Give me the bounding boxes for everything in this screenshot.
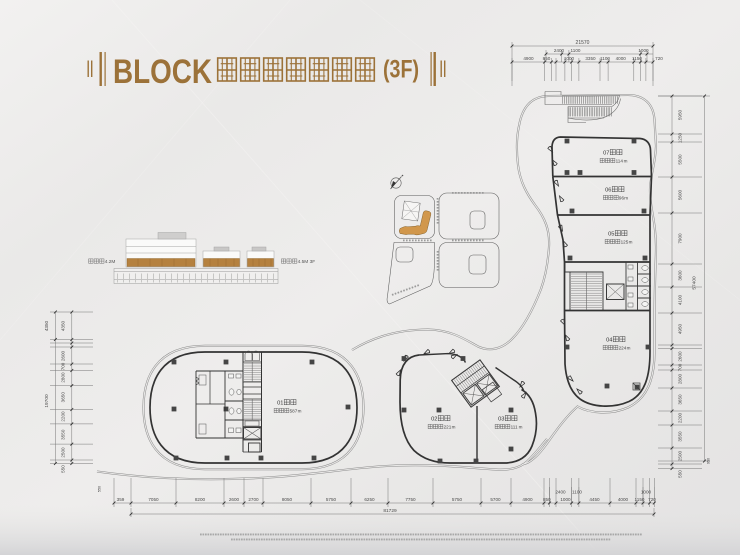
svg-text:5750: 5750 [326,497,337,502]
svg-text:7900: 7900 [678,233,683,244]
svg-text:587: 587 [290,408,298,413]
svg-text:5950: 5950 [678,109,683,120]
svg-text:4350: 4350 [61,320,66,331]
svg-text:111: 111 [511,424,518,429]
svg-text:3650: 3650 [678,394,683,405]
svg-text:1000: 1000 [560,497,571,502]
svg-text:2600: 2600 [678,351,683,362]
svg-text:2500: 2500 [678,450,683,461]
svg-text:m: m [519,424,523,429]
svg-text:1250: 1250 [678,132,683,143]
svg-text:2400: 2400 [554,48,565,53]
svg-text:720: 720 [648,497,656,502]
svg-text:720: 720 [655,56,663,61]
svg-text:21570: 21570 [576,40,590,46]
svg-text:m: m [624,195,628,200]
svg-text:2400: 2400 [555,490,566,495]
svg-text:57400: 57400 [692,276,698,290]
svg-text:2600: 2600 [229,497,240,502]
svg-text:8200: 8200 [195,497,206,502]
svg-text:4.5M 3F: 4.5M 3F [298,259,316,265]
svg-text:m: m [627,345,631,350]
svg-text:359: 359 [117,497,125,502]
svg-text:4000: 4000 [616,56,627,61]
svg-text:5500: 5500 [678,154,683,165]
svg-text:7750: 7750 [405,497,416,502]
svg-text:1150: 1150 [632,56,642,61]
svg-text:96: 96 [619,195,625,200]
svg-text:m: m [629,239,633,244]
svg-text:125: 125 [621,239,629,244]
svg-text:02: 02 [431,416,437,422]
svg-text:03: 03 [498,416,504,422]
svg-text:2200: 2200 [678,412,683,423]
svg-text:m: m [624,158,628,163]
svg-text:06: 06 [605,187,611,193]
svg-text:850: 850 [543,56,551,61]
svg-text:700: 700 [678,363,683,371]
svg-text:BLOCK: BLOCK [113,53,212,91]
svg-text:2700: 2700 [248,497,259,502]
svg-text:5600: 5600 [678,189,683,200]
svg-text:m: m [452,424,456,429]
svg-text:221: 221 [444,424,452,429]
svg-text:2800: 2800 [61,372,66,383]
svg-text:(3F): (3F) [383,56,419,84]
svg-text:4950: 4950 [678,323,683,334]
svg-text:01: 01 [277,400,283,406]
svg-text:1000: 1000 [564,56,575,61]
svg-text:19700: 19700 [44,394,50,408]
svg-text:224: 224 [619,345,627,350]
svg-text:5750: 5750 [452,497,463,502]
svg-text:700: 700 [61,362,66,370]
svg-text:950: 950 [707,458,711,464]
svg-text:4350: 4350 [44,320,49,331]
svg-text:850: 850 [543,497,551,502]
svg-text:3600: 3600 [678,270,683,281]
svg-text:3350: 3350 [585,56,596,61]
svg-text:5700: 5700 [490,497,501,502]
svg-text:8050: 8050 [282,497,293,502]
svg-text:4000: 4000 [618,497,629,502]
svg-text:07: 07 [603,150,609,156]
svg-text:2600: 2600 [61,350,66,361]
svg-text:1100: 1100 [572,490,582,495]
svg-text:550: 550 [61,465,66,473]
svg-text:04: 04 [606,337,612,343]
svg-text:4.2M: 4.2M [105,259,116,265]
svg-text:3650: 3650 [61,392,66,403]
svg-text:1000: 1000 [641,490,652,495]
svg-text:3550: 3550 [678,431,683,442]
svg-text:05: 05 [608,231,614,237]
svg-text:550: 550 [678,470,683,478]
svg-text:1100: 1100 [571,48,581,53]
svg-text:4450: 4450 [589,497,600,502]
svg-text:1100: 1100 [600,56,610,61]
svg-text:4100: 4100 [678,294,683,305]
svg-text:81729: 81729 [383,508,397,514]
svg-text:4900: 4900 [523,56,534,61]
svg-text:7050: 7050 [148,497,159,502]
svg-text:114: 114 [616,158,624,163]
svg-text:2800: 2800 [678,373,683,384]
svg-text:2500: 2500 [61,447,66,458]
svg-text:1150: 1150 [635,497,645,502]
svg-text:3550: 3550 [61,429,66,440]
svg-text:2200: 2200 [61,411,66,422]
svg-text:550: 550 [98,486,102,492]
svg-text:6250: 6250 [364,497,375,502]
svg-text:4900: 4900 [522,497,533,502]
svg-text:m: m [298,408,302,413]
svg-text:1000: 1000 [638,48,649,53]
